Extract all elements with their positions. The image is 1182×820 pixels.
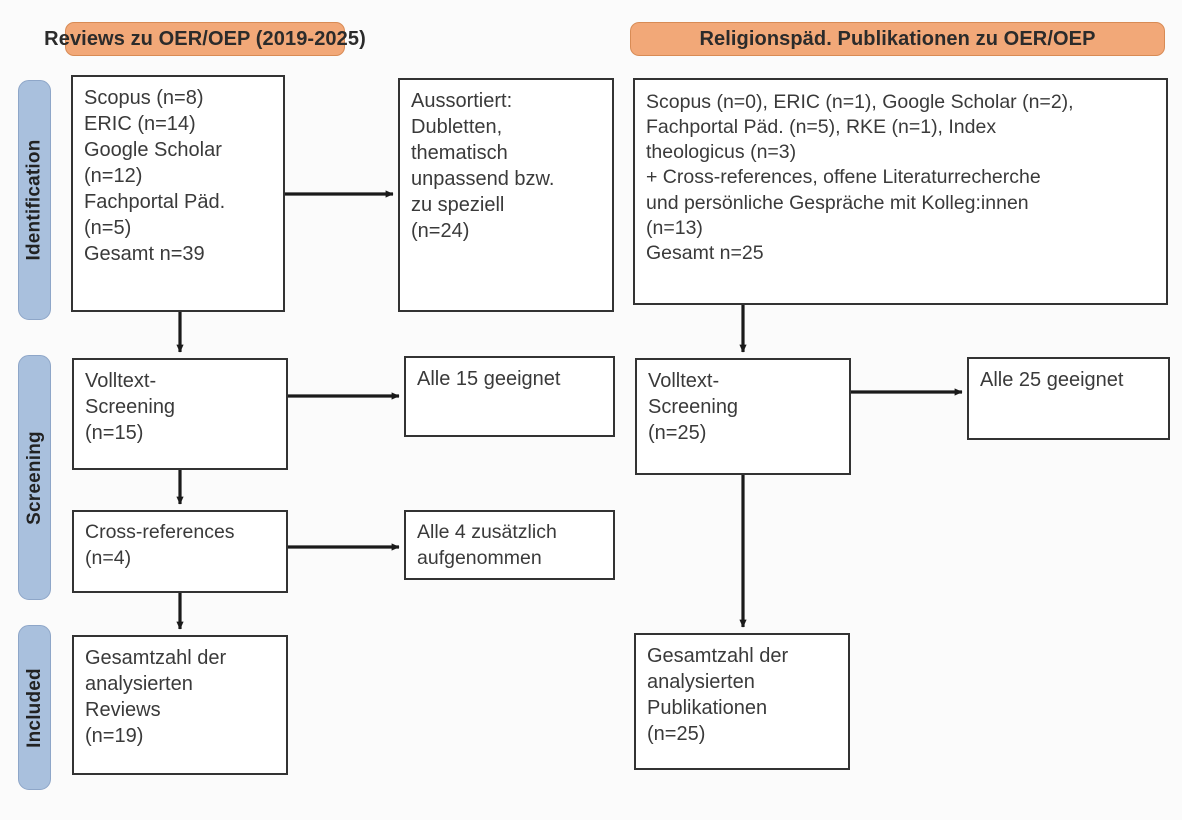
phase-label-identification-text: Identification — [23, 139, 45, 261]
node-right-included: Gesamtzahl der analysierten Publikatione… — [634, 633, 850, 770]
node-left-crossreferences: Cross-references (n=4) — [72, 510, 288, 593]
node-left-fulltext-result: Alle 15 geeignet — [404, 356, 615, 437]
phase-label-included: Included — [18, 625, 51, 790]
node-right-sources: Scopus (n=0), ERIC (n=1), Google Scholar… — [633, 78, 1168, 305]
column-header-right: Religionspäd. Publikationen zu OER/OEP — [630, 22, 1165, 56]
node-left-fulltext-screening: Volltext- Screening (n=15) — [72, 358, 288, 470]
phase-label-screening: Screening — [18, 355, 51, 600]
column-header-left-label: Reviews zu OER/OEP (2019-2025) — [44, 27, 366, 50]
column-header-left: Reviews zu OER/OEP (2019-2025) — [44, 22, 366, 56]
node-right-fulltext-screening: Volltext- Screening (n=25) — [635, 358, 851, 475]
phase-label-screening-text: Screening — [23, 430, 45, 525]
phase-label-identification: Identification — [18, 80, 51, 320]
node-left-sources: Scopus (n=8) ERIC (n=14) Google Scholar … — [71, 75, 285, 312]
node-left-included: Gesamtzahl der analysierten Reviews (n=1… — [72, 635, 288, 775]
node-right-fulltext-result: Alle 25 geeignet — [967, 357, 1170, 440]
node-left-crossreferences-result: Alle 4 zusätzlich aufgenommen — [404, 510, 615, 580]
node-left-excluded: Aussortiert: Dubletten, thematisch unpas… — [398, 78, 614, 312]
phase-label-included-text: Included — [23, 667, 45, 748]
column-header-right-label: Religionspäd. Publikationen zu OER/OEP — [699, 27, 1096, 50]
